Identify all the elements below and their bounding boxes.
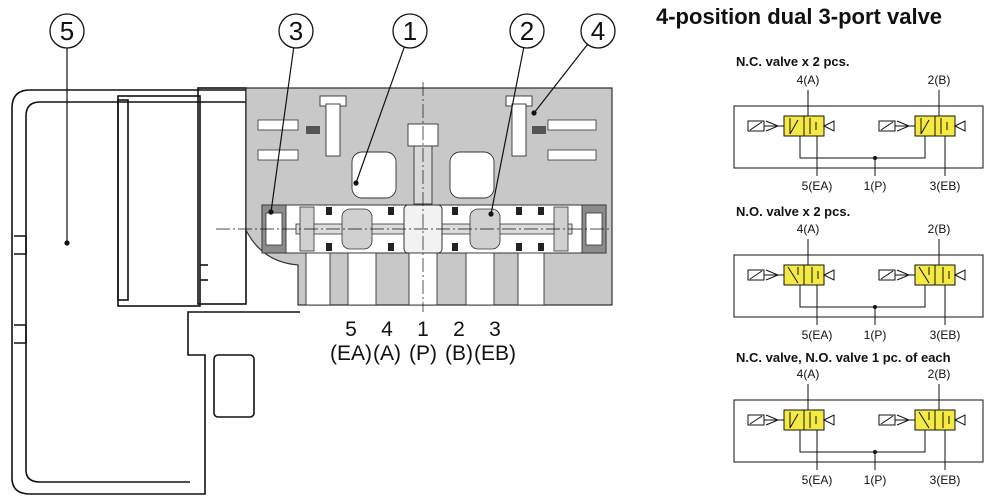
diagram-title: 4-position dual 3-port valve <box>656 4 942 29</box>
port-label-p: 1(P) <box>864 179 887 193</box>
callout-3: 3 <box>268 13 314 215</box>
callout-5: 5 <box>49 13 85 246</box>
port-label-b: 2(B) <box>928 73 951 87</box>
callout-4: 4 <box>531 13 616 116</box>
port-label-eb: 3(EB) <box>930 473 961 487</box>
port-name-4: (A) <box>373 342 401 365</box>
port-name-5: (EA) <box>330 342 372 365</box>
callout-1: 1 <box>353 13 428 186</box>
port-label-ea: 5(EA) <box>802 328 833 342</box>
port-number-2: 2 <box>453 318 465 341</box>
port-number-3: 3 <box>489 318 501 341</box>
port-label-b: 2(B) <box>928 222 951 236</box>
port-label-p: 1(P) <box>864 473 887 487</box>
port-label-b: 2(B) <box>928 367 951 381</box>
callout-2: 2 <box>488 13 545 217</box>
callout-layer: 5 3 1 2 4 <box>49 13 616 246</box>
port-label-ea: 5(EA) <box>802 473 833 487</box>
port-label-a: 4(A) <box>797 73 820 87</box>
port-number-5: 5 <box>345 318 357 341</box>
port-number-4: 4 <box>381 318 393 341</box>
callout-number: 3 <box>289 16 303 46</box>
port-label-eb: 3(EB) <box>930 328 961 342</box>
symbol-caption: N.C. valve x 2 pcs. <box>736 54 849 69</box>
port-name-3: (EB) <box>474 342 516 365</box>
symbol-3: N.C. valve, N.O. valve 1 pc. of each 4(A)… <box>733 350 984 487</box>
port-label-a: 4(A) <box>797 222 820 236</box>
port-number-1: 1 <box>417 318 429 341</box>
port-name-1: (P) <box>409 342 437 365</box>
symbol-caption: N.C. valve, N.O. valve 1 pc. of each <box>736 350 951 365</box>
symbol-2: N.O. valve x 2 pcs. 4(A) 2(B) 5(EA) 1(P) 3(EB… <box>733 204 984 342</box>
port-label-p: 1(P) <box>864 328 887 342</box>
port-label-a: 4(A) <box>797 367 820 381</box>
callout-number: 4 <box>591 16 605 46</box>
port-name-2: (B) <box>445 342 473 365</box>
callout-number: 5 <box>60 16 74 46</box>
callout-number: 2 <box>520 16 534 46</box>
symbol-1: N.C. valve x 2 pcs. 4(A) 2(B) 5(EA) 1(P) 3(EB… <box>733 54 984 193</box>
symbol-caption: N.O. valve x 2 pcs. <box>736 204 850 219</box>
port-label-row: 5(EA) 4(A) 1(P) 2(B) 3(EB) <box>330 318 516 365</box>
symbol-panel: N.C. valve x 2 pcs. 4(A) 2(B) 5(EA) 1(P) 3(EB… <box>733 54 984 487</box>
port-label-eb: 3(EB) <box>930 179 961 193</box>
callout-number: 1 <box>403 16 417 46</box>
valve-body <box>216 82 613 312</box>
port-label-ea: 5(EA) <box>802 179 833 193</box>
